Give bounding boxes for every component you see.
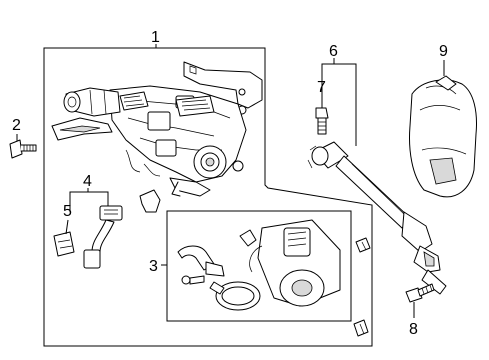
callout-1: 1: [151, 29, 160, 46]
wire-harness: [83, 205, 123, 269]
assist-motor: [239, 219, 341, 307]
callout-5: 5: [63, 203, 72, 220]
motor-clip: [181, 275, 205, 285]
column-cover: [409, 75, 477, 198]
callout-4: 4: [83, 173, 92, 190]
callout-6-leader: [321, 63, 357, 146]
motor-assembly-frame: [166, 210, 352, 322]
callout-2: 2: [12, 117, 21, 134]
bolt-right-upper: [355, 237, 371, 253]
intermediate-shaft: [307, 141, 447, 295]
callout-6: 6: [329, 43, 338, 60]
callout-9: 9: [439, 43, 448, 60]
callout-4-leader: [69, 191, 109, 212]
callout-5-leader: [65, 219, 69, 235]
harness-connector-5: [53, 231, 75, 257]
bolt-7: [315, 107, 329, 135]
steering-column-assembly-frame: [43, 47, 373, 347]
bolt-2: [9, 139, 37, 159]
callout-8: 8: [409, 321, 418, 338]
steering-column: [51, 61, 263, 197]
harness-clip: [139, 189, 161, 213]
bolt-right-lower: [353, 319, 369, 337]
bolt-8: [405, 283, 435, 303]
callout-7: 7: [317, 79, 326, 96]
hose-clamp: [209, 281, 261, 311]
callout-3: 3: [149, 258, 158, 275]
motor-hose: [177, 245, 225, 277]
